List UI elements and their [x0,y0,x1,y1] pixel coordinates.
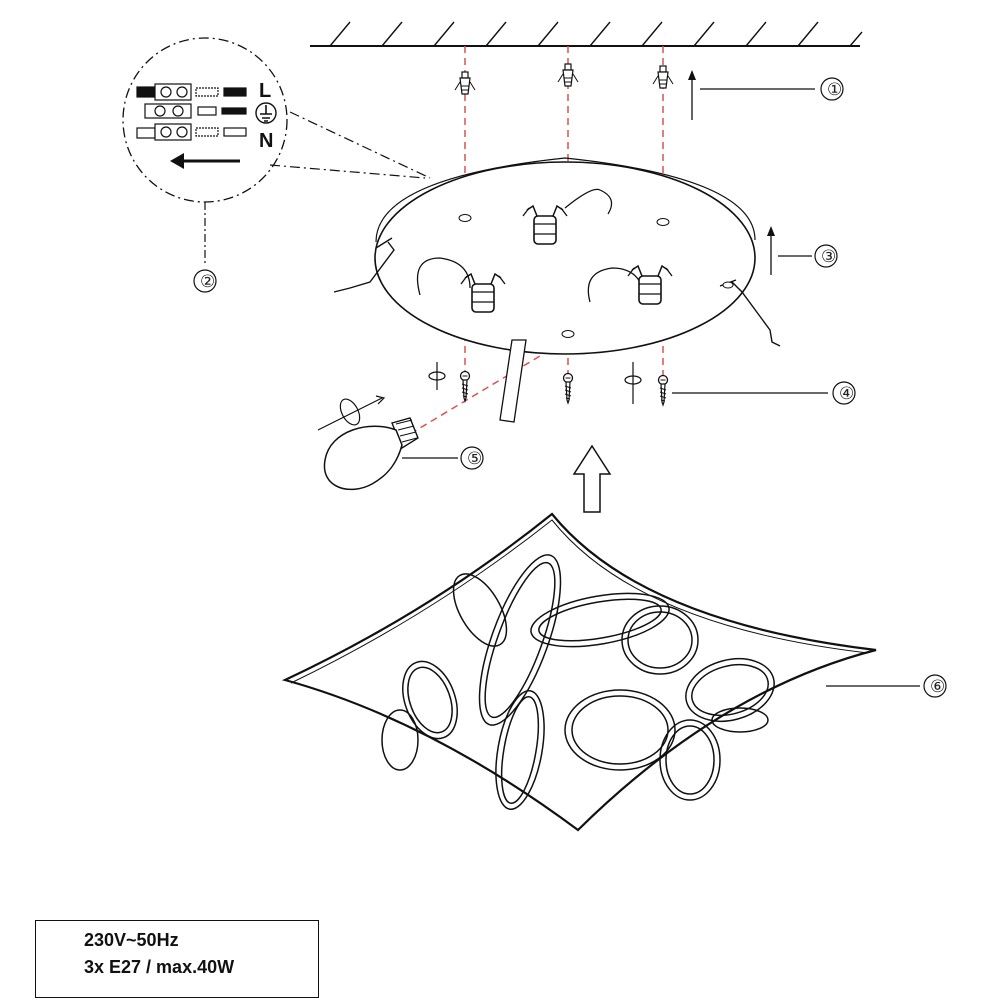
callout-1-label: ① [827,80,842,100]
wall-anchor [454,71,476,95]
callout-5 [402,446,484,470]
ceiling [310,21,863,47]
callout-5-label: ⑤ [467,449,482,469]
rotate-icon [428,362,642,404]
callout-1 [688,70,844,120]
spec-lamps: 3x E27 / max.40W [84,957,235,977]
callout-3 [767,226,838,275]
wall-anchor [652,65,674,89]
rotate-icon [317,395,386,431]
callout-4 [672,381,856,405]
screw [562,372,574,404]
live-label: L [259,80,271,102]
terminal-block [136,83,247,141]
spec-voltage: 230V~50Hz [84,930,179,950]
callout-2 [193,202,217,293]
callout-2-label: ② [200,272,215,292]
arrow-left-icon [170,153,240,169]
wiring-inset [122,37,431,293]
wall-anchor [557,63,579,87]
callout-4-label: ④ [839,384,854,404]
earth-icon [255,102,277,124]
wall-anchors [454,63,674,95]
neutral-label: N [259,130,273,152]
arrow-up-icon [572,444,612,513]
screw [459,370,471,402]
mounting-plate [333,157,781,423]
callout-6-label: ⑥ [930,677,945,697]
spec-box: 230V~50Hz 3x E27 / max.40W [35,920,319,998]
callout-6 [826,674,947,698]
light-bulb [323,417,419,491]
glass-shade [281,512,877,832]
screw [657,374,669,406]
callout-3-label: ③ [821,247,836,267]
